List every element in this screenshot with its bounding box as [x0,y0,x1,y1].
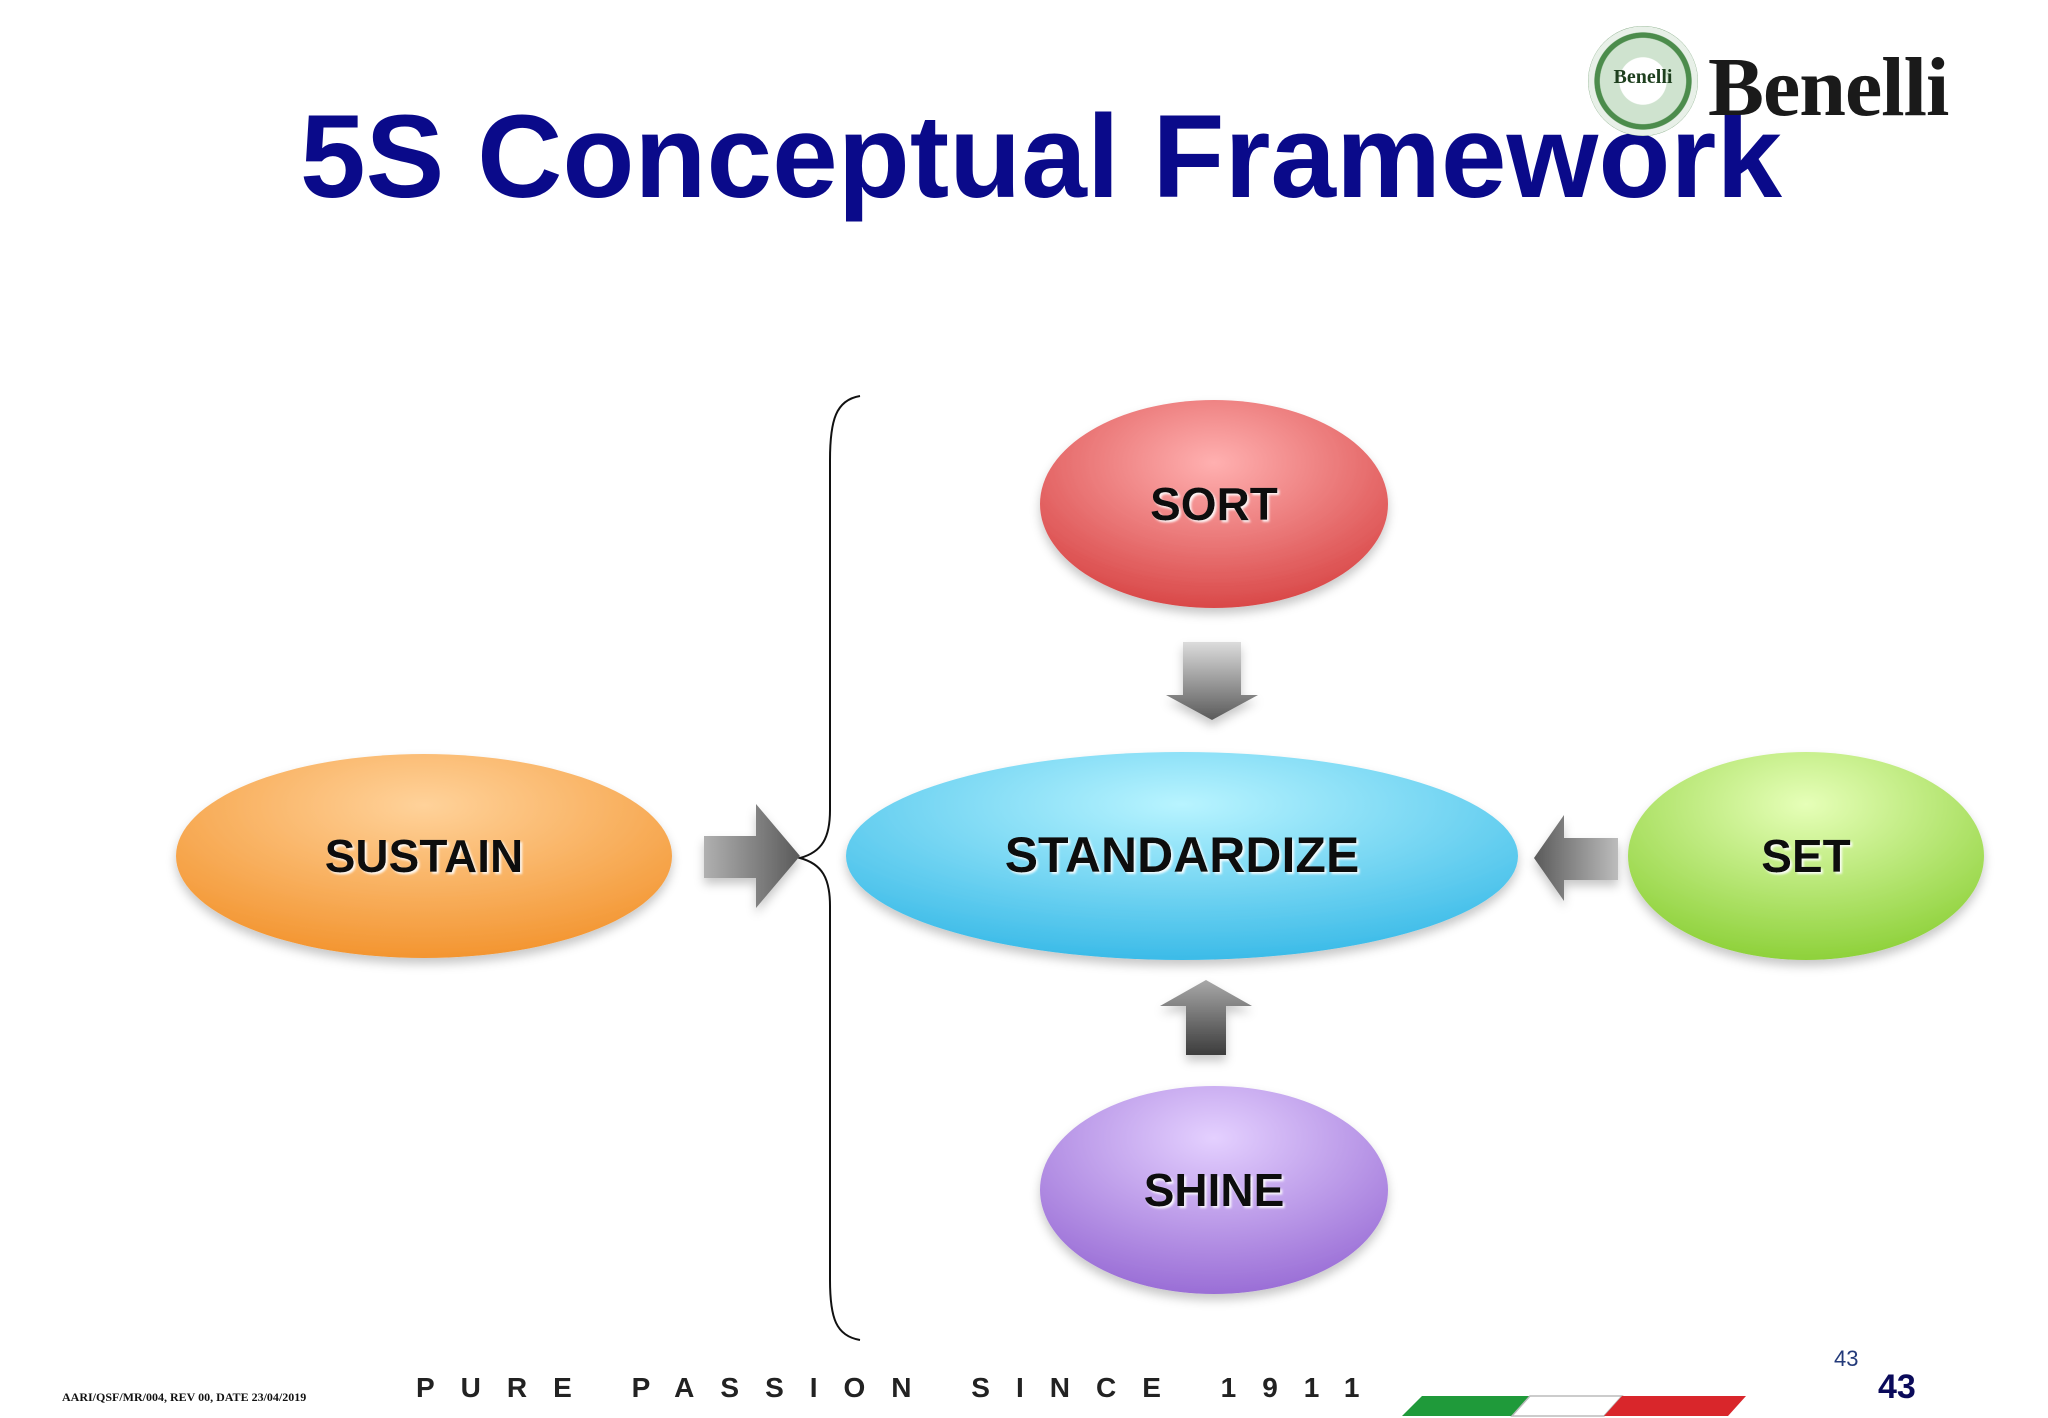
document-code: AARI/QSF/MR/004, REV 00, DATE 23/04/2019 [62,1390,307,1404]
flag-white-stripe [1510,1395,1624,1417]
node-standardize: STANDARDIZE [846,752,1518,960]
node-sustain: SUSTAIN [176,754,672,958]
italian-flag-stripes [1402,1395,1746,1417]
sustain-label: SUSTAIN [325,830,524,882]
standardize-ellipse [846,752,1518,960]
flag-red-stripe [1604,1396,1746,1416]
node-sort: SORT [1040,400,1388,608]
sustain-ellipse [176,754,672,958]
shine-label: SHINE [1144,1164,1285,1216]
benelli-wordmark: Benelli [1708,41,1949,134]
node-set: SET [1628,752,1984,960]
benelli-logo: Benelli Benelli [1580,24,1980,144]
slide-title: 5S Conceptual Framework [300,91,1782,223]
set-label: SET [1761,830,1850,882]
arrow-right-icon [704,804,800,908]
seal-text: Benelli [1613,66,1673,88]
grouping-brace [796,395,861,1341]
flag-green-stripe [1402,1396,1530,1416]
arrow-left-icon [1534,815,1618,901]
sort-ellipse [1040,400,1388,608]
footer-tagline: PURE PASSION SINCE 1911 [416,1372,1386,1403]
shine-ellipse [1040,1086,1388,1294]
arrow-down-icon [1166,642,1258,720]
page-number: 43 [1878,1368,1916,1406]
benelli-seal-icon: Benelli [1588,26,1698,136]
standardize-label: STANDARDIZE [1005,827,1360,883]
sort-label: SORT [1150,478,1278,530]
arrow-up-icon [1160,980,1252,1055]
page-number-small: 43 [1834,1346,1859,1371]
set-ellipse [1628,752,1984,960]
node-shine: SHINE [1040,1086,1388,1294]
